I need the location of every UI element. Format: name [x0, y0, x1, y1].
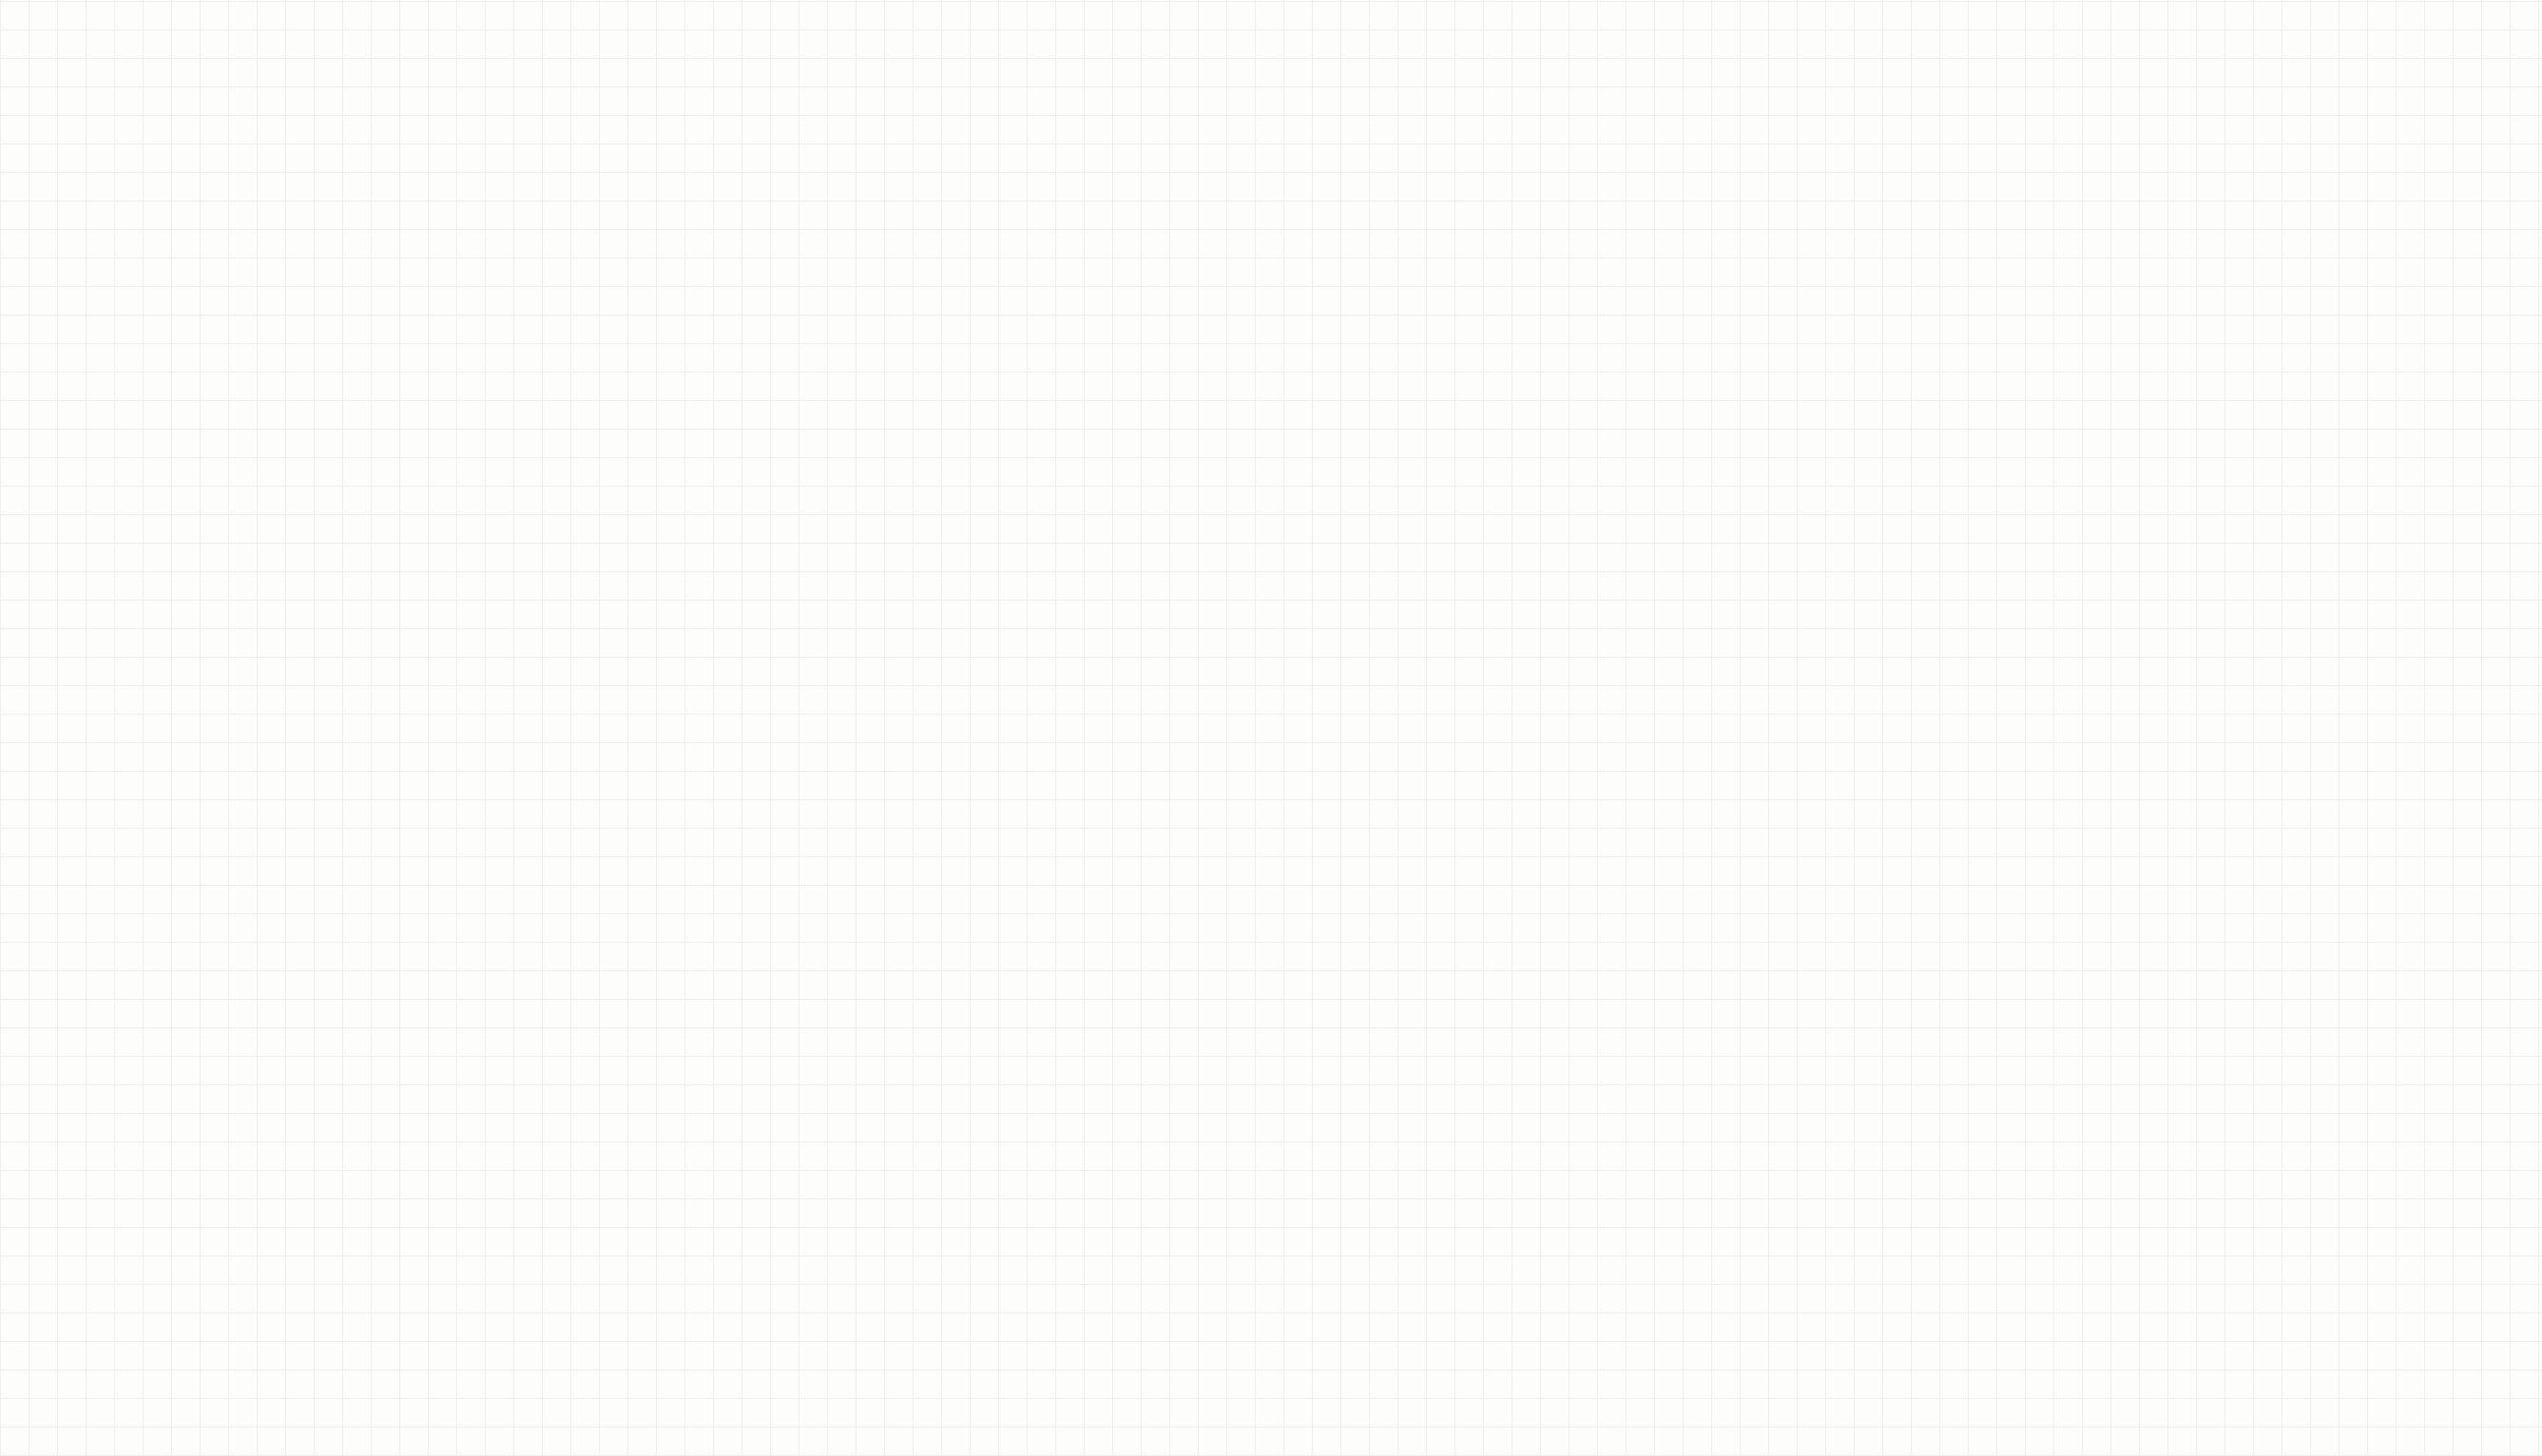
mindmap-canvas[interactable]: [0, 0, 2542, 1456]
